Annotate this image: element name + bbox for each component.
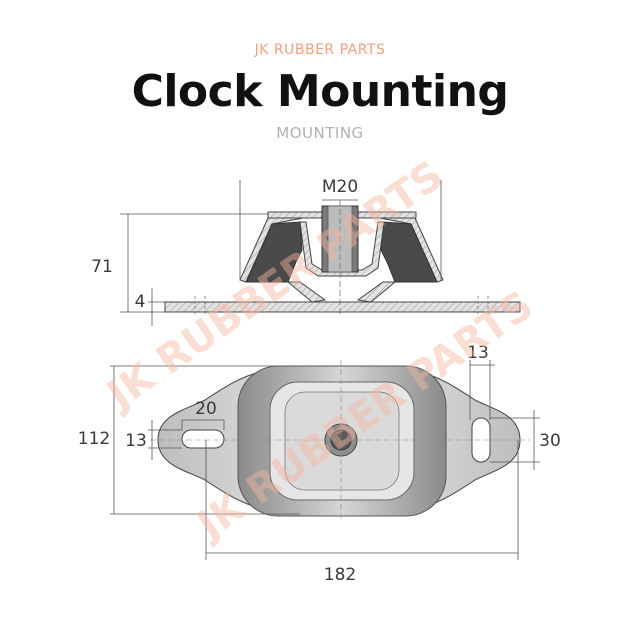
page-title: Clock Mounting xyxy=(131,66,509,117)
dim-slot-offset: 13 xyxy=(467,343,489,363)
slot-left xyxy=(181,429,225,449)
dim-height: 71 xyxy=(91,257,113,277)
dim-width: 112 xyxy=(78,429,110,449)
dim-plate-thickness: 4 xyxy=(135,292,146,312)
dim-total-length: 182 xyxy=(324,565,356,585)
top-view: 13 20 112 13 30 182 xyxy=(78,343,561,585)
inner-arm-left xyxy=(286,281,327,303)
dim-slot-width: 13 xyxy=(125,431,147,451)
inner-cone xyxy=(299,221,385,277)
base-plate xyxy=(164,301,521,313)
brand-name: JK RUBBER PARTS xyxy=(254,42,386,58)
dim-thread: M20 xyxy=(322,177,358,197)
slot-right xyxy=(471,417,491,463)
dim-slot-length-right: 30 xyxy=(539,431,561,451)
page-subtitle: MOUNTING xyxy=(276,124,364,142)
side-view: M20 71 4 xyxy=(91,177,521,326)
inner-arm-right xyxy=(356,281,397,303)
dim-slot-length: 20 xyxy=(195,399,217,419)
